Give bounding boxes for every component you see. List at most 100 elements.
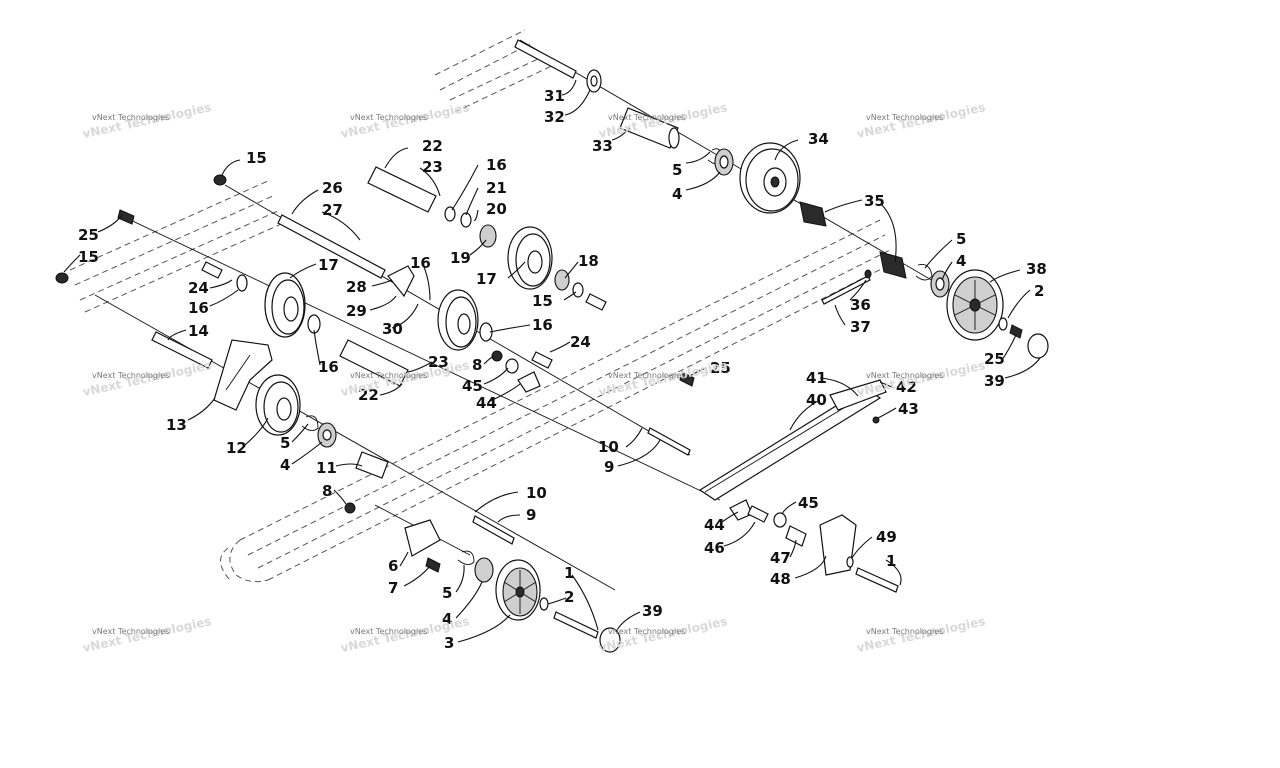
axle-26 [277, 214, 386, 279]
callout-16: 16 [188, 299, 209, 317]
callout-21: 21 [486, 179, 507, 197]
callout-40: 40 [806, 391, 827, 409]
bolt-7 [425, 557, 441, 573]
callout-9: 9 [526, 506, 536, 524]
callout-23: 23 [422, 158, 443, 176]
idler-wheel-34 [739, 142, 801, 214]
callout-15: 15 [78, 248, 99, 266]
callout-5: 5 [956, 230, 966, 248]
svg-text:vNext Technologies: vNext Technologies [350, 113, 427, 122]
nut-15-left [55, 272, 69, 284]
spacer-47 [785, 525, 807, 547]
callout-25: 25 [710, 359, 731, 377]
callout-3: 3 [444, 634, 454, 652]
callout-2: 2 [564, 588, 574, 606]
callout-46: 46 [704, 539, 725, 557]
callout-17: 17 [318, 256, 339, 274]
nut-8-lower [344, 502, 356, 514]
callout-42: 42 [896, 378, 917, 396]
arm-28 [387, 265, 415, 298]
bolt-43 [872, 416, 880, 424]
svg-text:vNext Technologies: vNext Technologies [608, 113, 685, 122]
svg-text:vNext Technologies: vNext Technologies [866, 371, 943, 380]
callout-2: 2 [1034, 282, 1044, 300]
callout-24: 24 [188, 279, 209, 297]
leader-lines [63, 79, 1041, 643]
svg-text:vNext Technologies: vNext Technologies [92, 113, 169, 122]
bearing-19 [479, 224, 497, 248]
watermark: vNext Technologies vNext Technologies [855, 614, 986, 655]
watermark: vNext Technologies vNext Technologies [339, 100, 470, 141]
callout-16: 16 [410, 254, 431, 272]
watermark: vNext Technologies vNext Technologies [597, 614, 728, 655]
spacer-24-right [585, 293, 607, 311]
bracket-6 [404, 519, 441, 557]
bolt-9-lower [472, 515, 515, 545]
callout-35: 35 [864, 192, 885, 210]
nut-8-mid [491, 350, 503, 362]
callout-28: 28 [346, 278, 367, 296]
callout-48: 48 [770, 570, 791, 588]
rail-frame-upper-left [434, 29, 561, 113]
cap-39-lower [599, 627, 621, 653]
idler-wheel-17-mid [437, 289, 479, 351]
callout-26: 26 [322, 179, 343, 197]
callout-24: 24 [570, 333, 591, 351]
snap-ring-5-right [915, 264, 933, 281]
callout-44: 44 [476, 394, 497, 412]
callout-31: 31 [544, 87, 565, 105]
spacer-11 [355, 451, 389, 479]
washer-16-top [444, 206, 456, 222]
callout-8: 8 [472, 356, 482, 374]
callout-1: 1 [564, 564, 574, 582]
spacer-46 [747, 505, 769, 523]
callout-17: 17 [476, 270, 497, 288]
callout-19: 19 [450, 249, 471, 267]
watermark: vNext Technologies vNext Technologies [81, 358, 212, 399]
watermark: vNext Technologies vNext Technologies [855, 100, 986, 141]
callout-45: 45 [462, 377, 483, 395]
bolt-1-right [855, 567, 899, 593]
callout-4: 4 [280, 456, 290, 474]
callout-11: 11 [316, 459, 337, 477]
svg-text:vNext Technologies: vNext Technologies [866, 113, 943, 122]
watermark: vNext Technologies vNext Technologies [81, 100, 212, 141]
hub-35 [799, 201, 907, 279]
washer-21 [460, 212, 472, 228]
callout-4: 4 [442, 610, 452, 628]
bearing-4-left [317, 422, 337, 448]
washer-45-mid [505, 358, 519, 374]
svg-text:vNext Technologies: vNext Technologies [608, 371, 685, 380]
bolt-37 [821, 269, 872, 305]
washer-2-right [998, 317, 1008, 331]
callout-25: 25 [984, 350, 1005, 368]
callout-49: 49 [876, 528, 897, 546]
callout-5: 34 [808, 130, 829, 148]
callout-33: 33 [592, 137, 613, 155]
bolt-25-left [117, 209, 135, 225]
callout-4: 4 [672, 185, 682, 203]
callout-15: 15 [532, 292, 553, 310]
spacer-24-mid [531, 351, 553, 369]
idler-wheel-17-right [507, 226, 553, 290]
callout-23: 23 [428, 353, 449, 371]
callout-39: 39 [642, 602, 663, 620]
snap-ring-5-lower [457, 550, 475, 565]
callout-43: 43 [898, 400, 919, 418]
bearing-4-top [714, 148, 734, 176]
callout-38: 38 [1026, 260, 1047, 278]
svg-text:vNext Technologies: vNext Technologies [92, 371, 169, 380]
washer-15-mid [572, 282, 584, 298]
washer-45-right [773, 512, 787, 528]
callout-8: 8 [322, 482, 332, 500]
wheel-38 [946, 269, 1004, 341]
callout-37: 37 [850, 318, 871, 336]
callout-12: 12 [226, 439, 247, 457]
callout-7: 7 [388, 579, 398, 597]
axle-22-top [367, 166, 437, 213]
rail-frame-left [69, 179, 291, 313]
callout-22: 22 [358, 386, 379, 404]
rail-frame-main [220, 219, 896, 583]
clip-44-right [729, 499, 753, 521]
